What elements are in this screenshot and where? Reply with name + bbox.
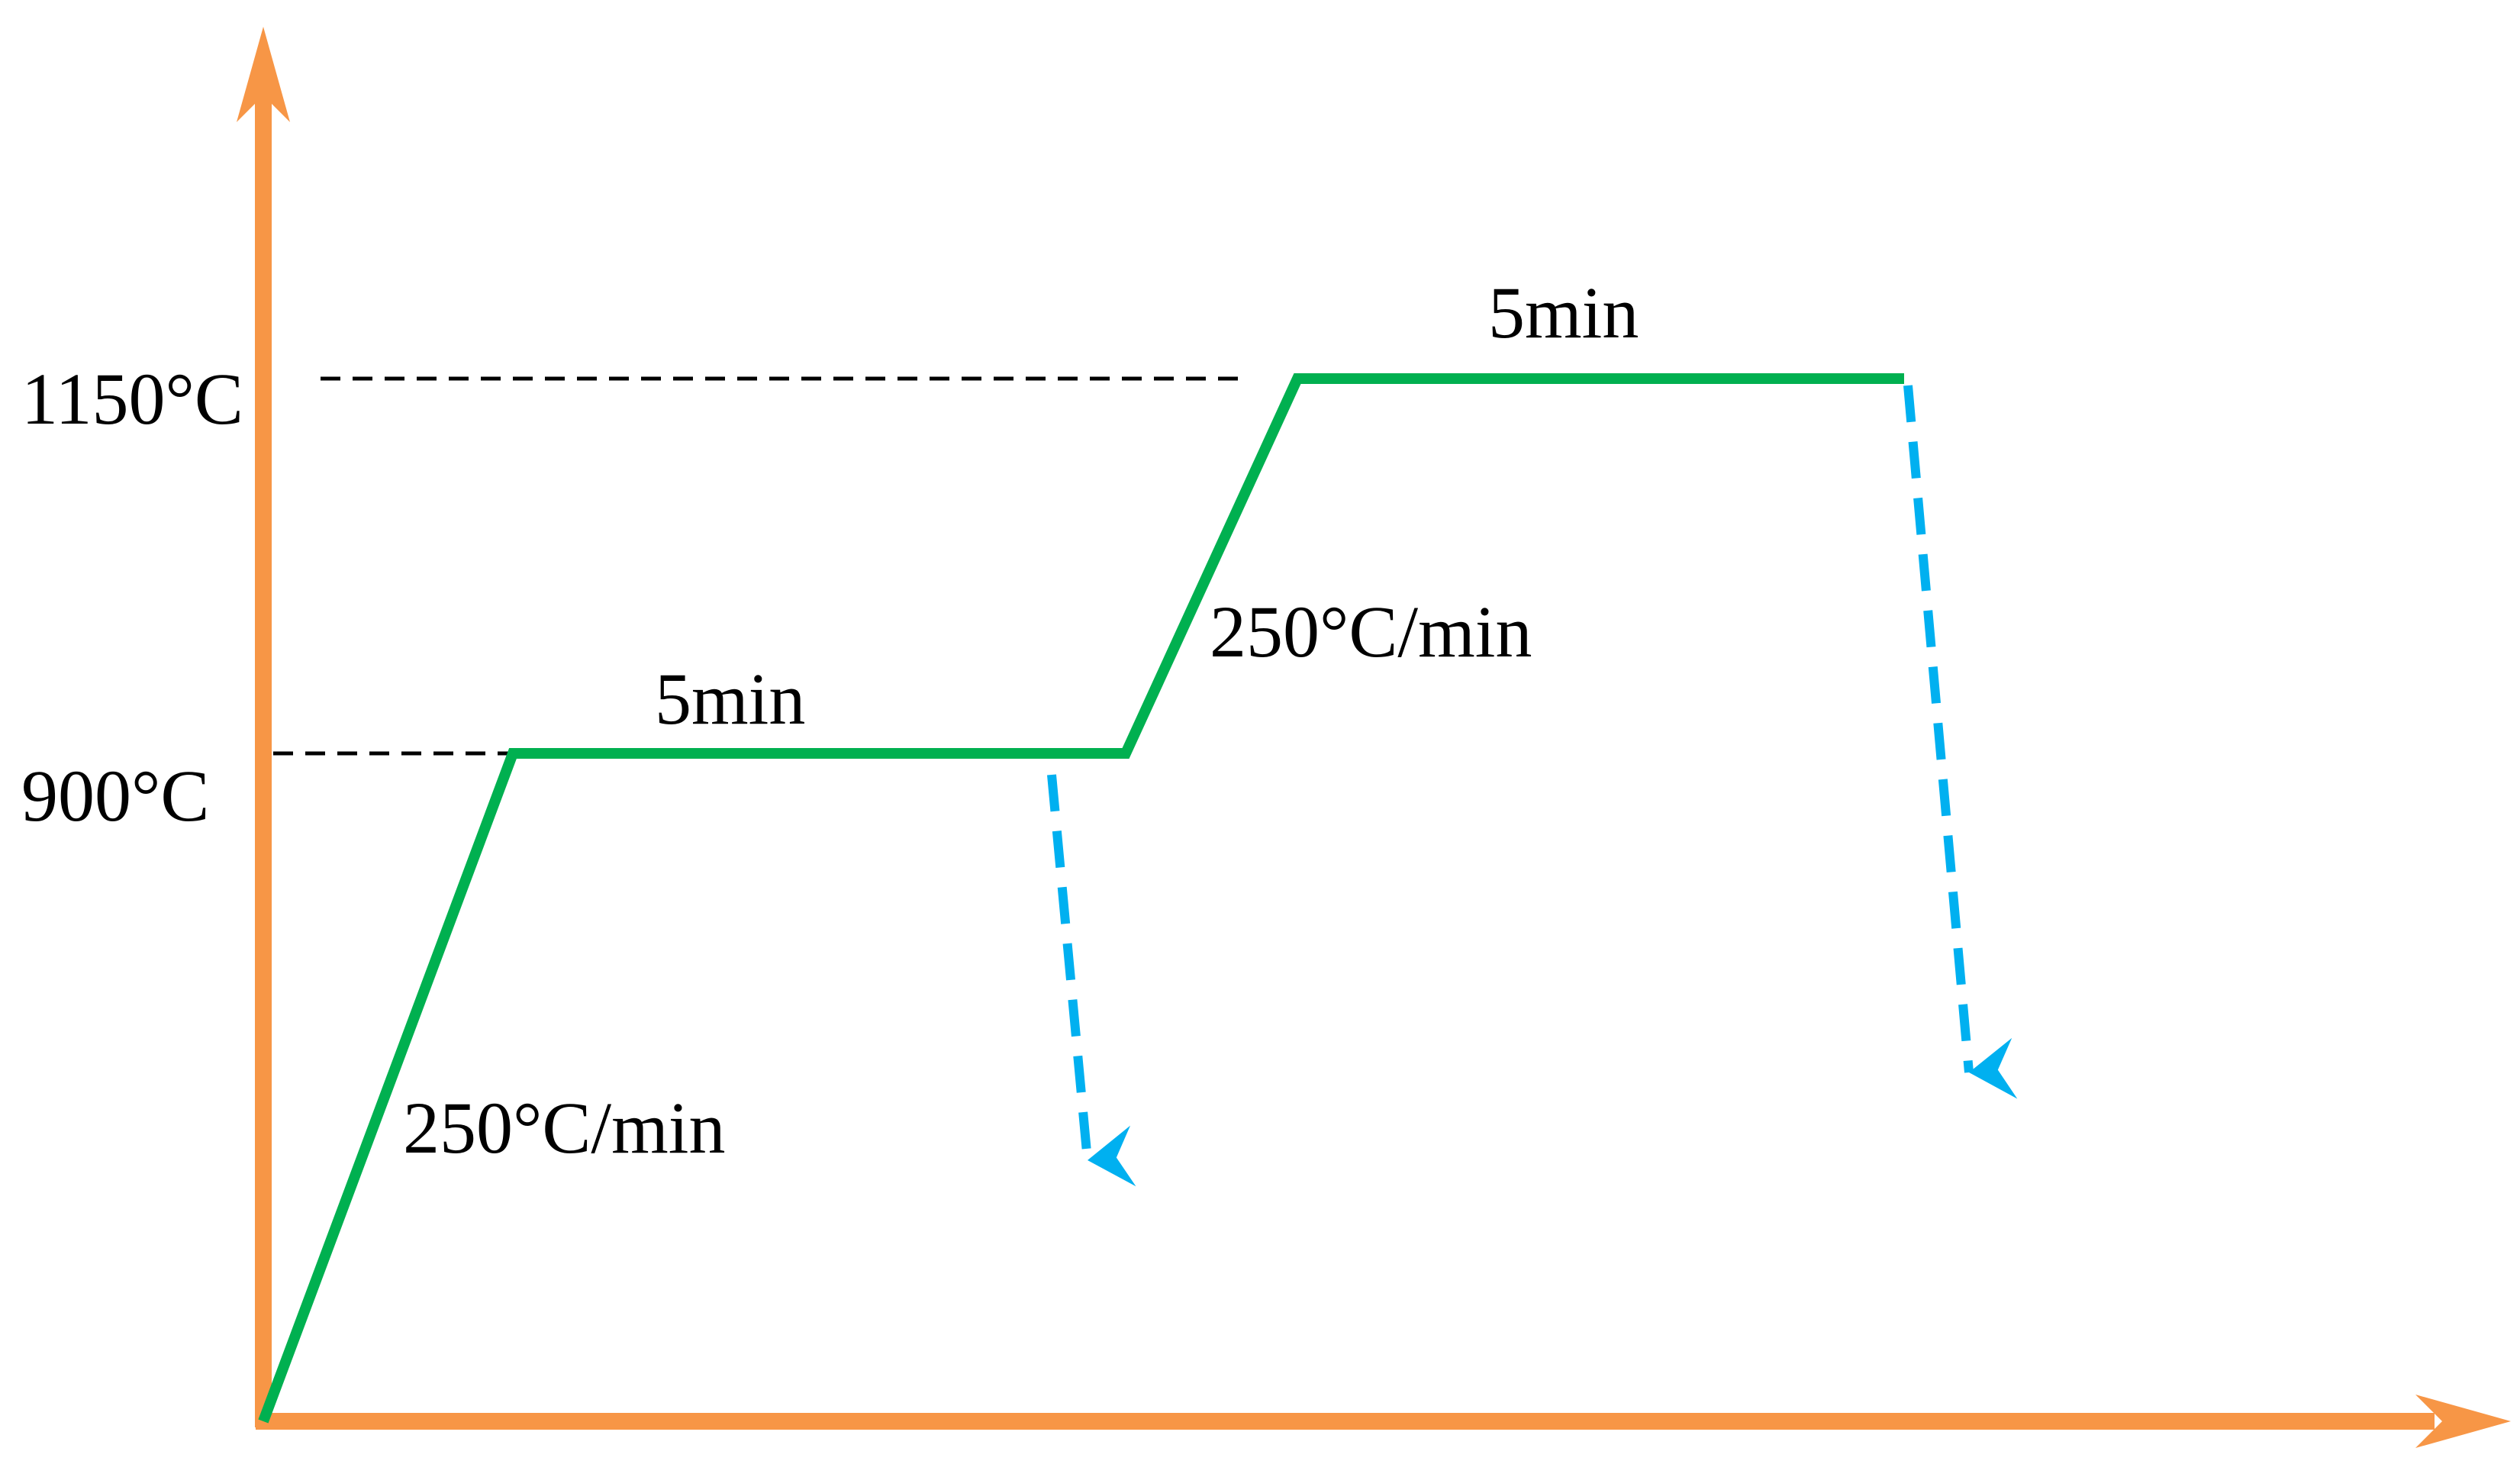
hold-label-high: 5min xyxy=(1488,272,1639,353)
x-axis-arrowhead xyxy=(2415,1395,2511,1448)
rate-label-first: 250°C/min xyxy=(403,1087,725,1169)
rate-label-second: 250°C/min xyxy=(1210,591,1532,672)
temp-label-900: 900°C xyxy=(21,755,209,837)
quench-arrow-1150 xyxy=(1903,385,2018,1099)
temperature-profile xyxy=(258,373,1904,1424)
temp-label-1150: 1150°C xyxy=(21,358,243,440)
y-axis-arrowhead xyxy=(237,27,290,122)
quench-arrow-900 xyxy=(1047,774,1136,1187)
hold-label-low: 5min xyxy=(655,658,805,740)
